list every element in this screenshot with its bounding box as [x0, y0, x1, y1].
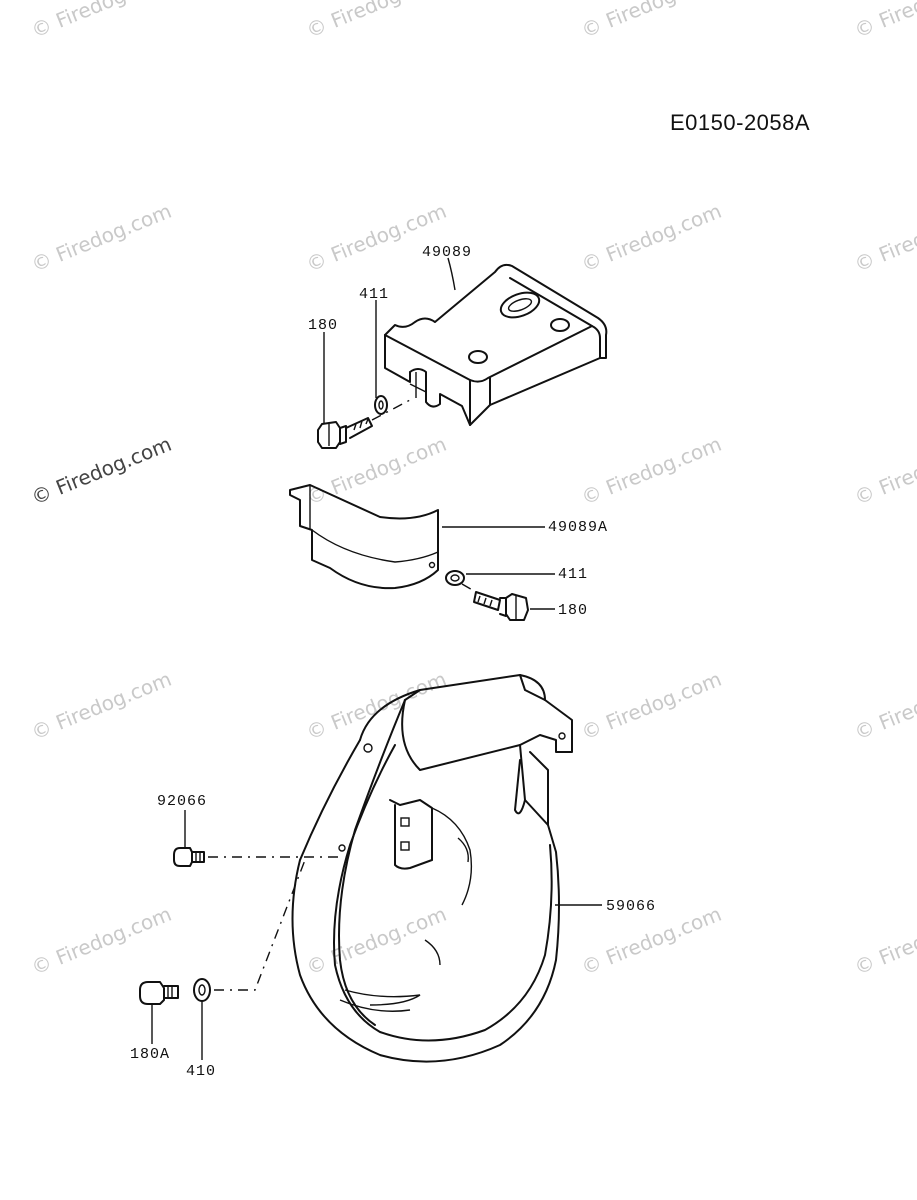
watermark-layer: © Firedog.com © Firedog.com © Firedog.co… — [28, 0, 917, 980]
label-411-mid: 411 — [558, 566, 588, 583]
shield-plate-49089A — [289, 484, 439, 590]
label-49089A: 49089A — [548, 519, 608, 536]
washer-411-top — [374, 395, 388, 415]
watermark: © Firedog.com — [578, 0, 725, 43]
watermark: © Firedog.com — [303, 667, 450, 745]
watermark: © Firedog.com — [303, 199, 450, 277]
bolt-180-mid — [461, 583, 529, 621]
watermark: © Firedog.com — [28, 199, 175, 277]
stud-92066 — [173, 847, 340, 867]
washer-410 — [193, 978, 211, 1002]
label-180-top: 180 — [308, 317, 338, 334]
label-59066: 59066 — [606, 898, 656, 915]
label-49089: 49089 — [422, 244, 472, 261]
label-410: 410 — [186, 1063, 216, 1080]
watermark: © Firedog.com — [851, 199, 917, 277]
washer-411-mid — [445, 570, 465, 586]
watermark: © Firedog.com — [851, 0, 917, 43]
leader-lines — [151, 257, 602, 1060]
watermark: © Firedog.com — [303, 902, 450, 980]
bracket-49089 — [384, 263, 608, 426]
diagram-code: E0150-2058A — [670, 110, 811, 135]
watermark: © Firedog.com — [303, 0, 450, 43]
label-180A: 180A — [130, 1046, 170, 1063]
leader-49089 — [447, 257, 456, 291]
watermark: © Firedog.com — [851, 667, 917, 745]
watermark: © Firedog.com — [303, 432, 450, 510]
watermark-dark: © Firedog.com — [28, 432, 175, 510]
watermark: © Firedog.com — [578, 199, 725, 277]
watermark: © Firedog.com — [851, 432, 917, 510]
label-92066: 92066 — [157, 793, 207, 810]
alignment-line-180A — [214, 859, 306, 991]
bolt-180-top — [317, 399, 411, 449]
watermark: © Firedog.com — [28, 667, 175, 745]
bolt-180A — [139, 981, 179, 1005]
label-180-mid: 180 — [558, 602, 588, 619]
watermark: © Firedog.com — [28, 0, 175, 43]
watermark: © Firedog.com — [578, 667, 725, 745]
watermark: © Firedog.com — [28, 902, 175, 980]
label-411-top: 411 — [359, 286, 389, 303]
part-labels: 49089 411 180 49089A 411 180 92066 59066… — [130, 244, 656, 1080]
watermark: © Firedog.com — [578, 432, 725, 510]
fan-housing-59066 — [291, 674, 573, 1063]
watermark: © Firedog.com — [851, 902, 917, 980]
